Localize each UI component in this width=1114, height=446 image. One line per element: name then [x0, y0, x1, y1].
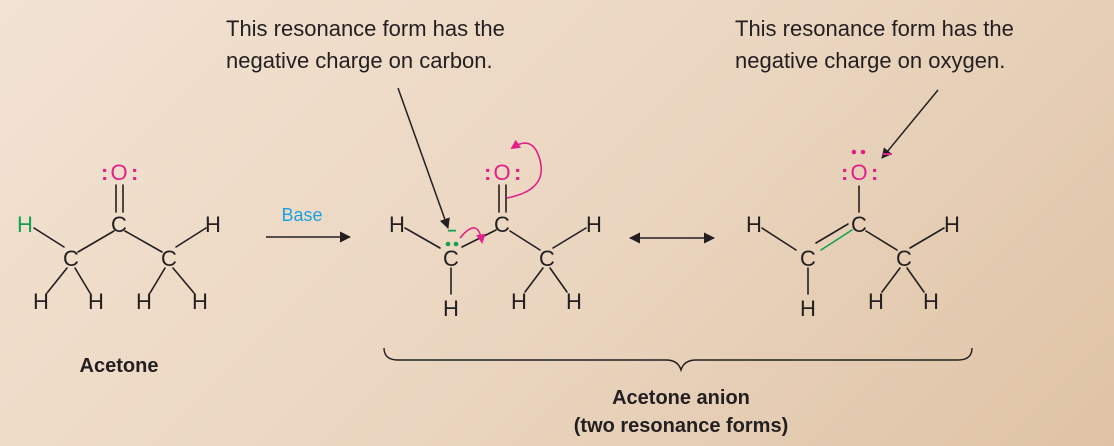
bond-h-c	[404, 227, 441, 249]
hydrogen: H	[88, 289, 104, 314]
oxygen-annotation-line1: This resonance form has the	[735, 16, 1014, 41]
methyl-carbon-right: C	[161, 246, 177, 271]
hydrogen: H	[800, 296, 816, 321]
hydrogen-left: H	[746, 212, 762, 237]
lone-pair-right: :	[514, 160, 521, 185]
bond-c-h-b	[906, 267, 925, 293]
hydrogen: H	[566, 289, 582, 314]
carbanion-carbon: C	[443, 246, 459, 271]
oxygen-atom: O	[110, 160, 127, 185]
bond-c-c-right	[865, 230, 898, 251]
hydrogen: H	[443, 296, 459, 321]
resonance-brace	[383, 347, 973, 373]
anion-label-line1: Acetone anion	[612, 387, 750, 409]
carbonyl-carbon: C	[494, 212, 510, 237]
acetone-structure: : O : C C C H H H H H H	[17, 160, 221, 314]
carbanion-charge: −	[447, 223, 456, 240]
bond-c-c-right	[509, 230, 541, 251]
reagent-label: Base	[281, 205, 322, 225]
enolate-carbon: C	[851, 212, 867, 237]
enolate-double-bond-old	[815, 223, 849, 244]
hydrogen: H	[923, 289, 939, 314]
bond-c-h-b	[549, 267, 568, 293]
bond-h-c	[761, 227, 797, 251]
oxygen-lone-pair-dot	[851, 149, 857, 155]
bond-c-h-left-a	[46, 267, 68, 294]
carbon-pointer-arrow	[397, 87, 450, 229]
enolate-resonance-form: : O : − C C C H H H H H	[746, 144, 960, 321]
bond-c-h-right	[909, 227, 945, 249]
oxygen-atom: O	[493, 160, 510, 185]
carbanion-lone-pair-dot	[445, 241, 451, 247]
bond-c-h-a	[881, 267, 901, 293]
oxygen-annotation-line2: negative charge on oxygen.	[735, 48, 1005, 73]
lone-pair-left: :	[484, 160, 491, 185]
methyl-carbon: C	[896, 246, 912, 271]
lone-pair-right: :	[131, 160, 138, 185]
hydrogen: H	[868, 289, 884, 314]
acidic-hydrogen: H	[17, 212, 33, 237]
acetone-label: Acetone	[80, 355, 159, 377]
enolate-double-bond-new	[820, 229, 853, 251]
bond-c-h-right	[552, 227, 587, 249]
bond-c-ch3-left	[77, 230, 115, 253]
bond-c-ch3-right	[124, 230, 163, 253]
hydrogen-right: H	[205, 212, 221, 237]
bond-h-c-left	[33, 227, 65, 248]
oxygen-lone-pair-dot	[860, 149, 866, 155]
carbanion-lone-pair-dot	[453, 241, 459, 247]
lone-pair-left: :	[101, 160, 108, 185]
bond-c-h-left-b	[74, 267, 91, 294]
methyl-carbon: C	[539, 246, 555, 271]
oxygen-charge: −	[882, 144, 893, 164]
lone-pair-right: :	[871, 160, 878, 185]
hydrogen: H	[192, 289, 208, 314]
carbon-annotation-line2: negative charge on carbon.	[226, 48, 493, 73]
bond-c-h-a	[524, 267, 544, 293]
electron-push-arrow-c	[459, 227, 486, 244]
oxygen-atom: O	[850, 160, 867, 185]
hydrogen-right: H	[586, 212, 602, 237]
hydrogen: H	[33, 289, 49, 314]
carbonyl-carbon: C	[111, 212, 127, 237]
methyl-carbon-left: C	[63, 246, 79, 271]
hydrogen: H	[511, 289, 527, 314]
bond-c-h-right-b	[172, 267, 195, 294]
hydrogen-left: H	[389, 212, 405, 237]
alkene-carbon: C	[800, 246, 816, 271]
carbanion-resonance-form: : O : C C C H H H H H −	[389, 139, 602, 321]
bond-c-h-right	[175, 227, 207, 248]
bond-c-h-right-a	[149, 267, 166, 294]
carbon-annotation-line1: This resonance form has the	[226, 16, 505, 41]
hydrogen-right: H	[944, 212, 960, 237]
electron-push-arrow-o	[506, 139, 542, 199]
lone-pair-left: :	[841, 160, 848, 185]
hydrogen: H	[136, 289, 152, 314]
oxygen-pointer-arrow	[881, 89, 939, 159]
anion-label-line2: (two resonance forms)	[574, 415, 788, 437]
